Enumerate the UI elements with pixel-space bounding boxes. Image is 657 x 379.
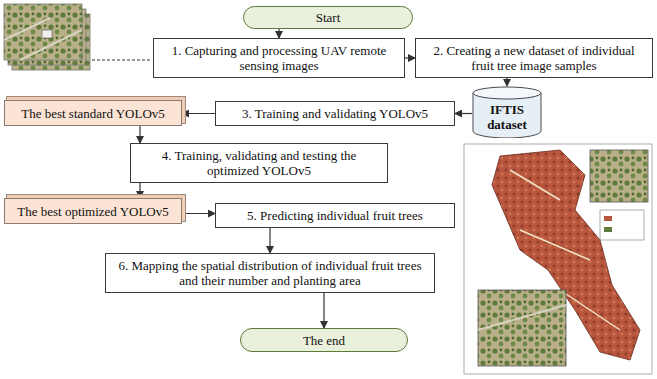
- result-box: The best standard YOLOv5: [4, 100, 182, 126]
- dashed-leader: [92, 60, 151, 61]
- node-text: 4. Training, validating and testing the …: [139, 148, 379, 178]
- flow-arrow: [269, 228, 270, 253]
- process-box: 6. Mapping the spatial distribution of i…: [105, 253, 435, 293]
- process-box: 2. Creating a new dataset of individual …: [415, 38, 653, 78]
- node-text: IFTIS dataset: [474, 102, 540, 132]
- process-box: 4. Training, validating and testing the …: [130, 143, 388, 183]
- flow-arrow: [278, 29, 279, 38]
- uav-image-stack: [4, 4, 90, 70]
- terminal-pill: Start: [243, 6, 413, 29]
- node-text: 6. Mapping the spatial distribution of i…: [114, 258, 426, 288]
- node-text: Start: [316, 10, 341, 25]
- flow-arrow: [139, 126, 140, 143]
- flow-arrow: [455, 113, 472, 114]
- dataset-cylinder: IFTIS dataset: [472, 86, 542, 138]
- node-text: The end: [303, 333, 345, 348]
- terminal-pill: The end: [240, 328, 408, 352]
- node-text: 2. Creating a new dataset of individual …: [424, 43, 644, 73]
- flow-arrow: [182, 213, 215, 214]
- process-box: 1. Capturing and processing UAV remote s…: [153, 38, 405, 78]
- flow-arrow: [323, 293, 324, 328]
- flow-arrow: [405, 57, 415, 58]
- node-text: 3. Training and validating YOLOv5: [242, 106, 428, 121]
- process-box: 5. Predicting individual fruit trees: [215, 203, 455, 228]
- flow-arrow: [506, 78, 507, 86]
- distribution-map: [464, 144, 652, 374]
- node-text: The best optimized YOLOv5: [17, 204, 169, 219]
- node-text: 5. Predicting individual fruit trees: [247, 208, 423, 223]
- node-text: 1. Capturing and processing UAV remote s…: [162, 43, 396, 73]
- result-box: The best optimized YOLOv5: [4, 198, 182, 224]
- flow-arrow: [139, 183, 140, 198]
- node-text: The best standard YOLOv5: [21, 106, 165, 121]
- process-box: 3. Training and validating YOLOv5: [215, 101, 455, 126]
- flow-arrow: [182, 113, 215, 114]
